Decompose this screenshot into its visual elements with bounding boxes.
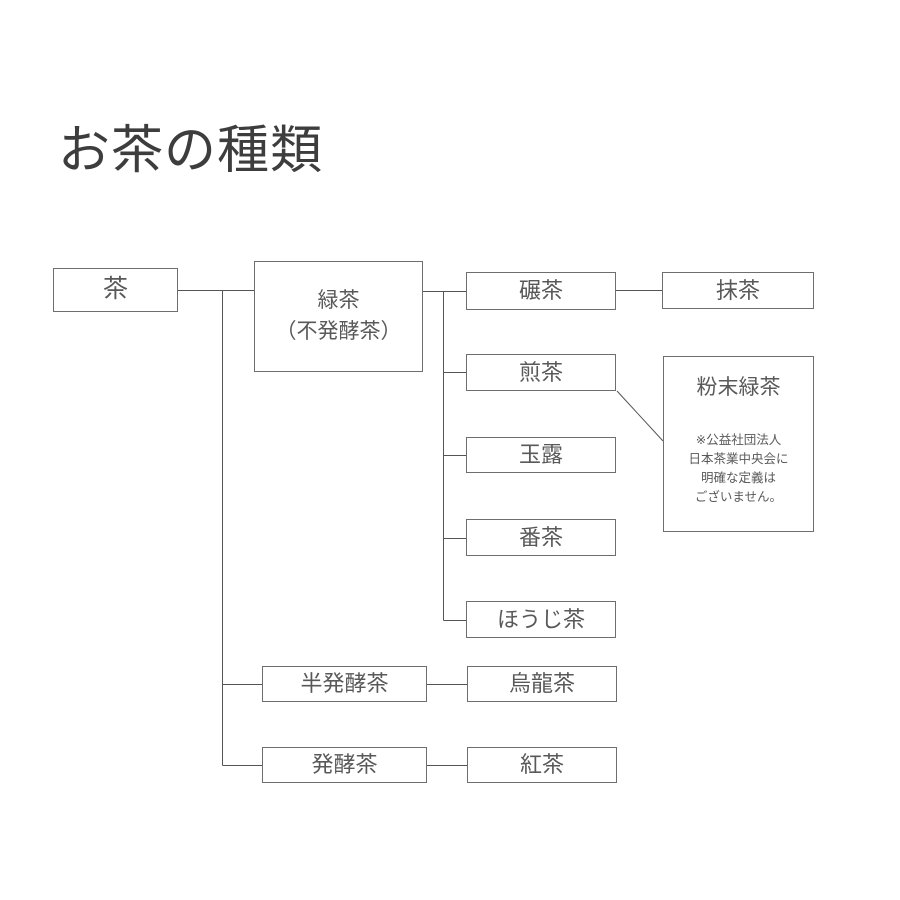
node-kocha-label: 紅茶 (519, 752, 564, 778)
note-line-2: 日本茶業中央会に (688, 452, 789, 467)
node-sencha: 煎茶 (466, 354, 616, 391)
node-tencha-label: 碾茶 (518, 278, 563, 304)
node-matcha: 抹茶 (662, 272, 814, 309)
node-tencha: 碾茶 (466, 272, 616, 310)
node-bancha-label: 番茶 (518, 524, 563, 550)
node-han-hakkocha: 半発酵茶 (262, 666, 427, 702)
page-title: お茶の種類 (58, 122, 324, 180)
node-matcha-label: 抹茶 (715, 277, 760, 303)
node-ryokucha-label-line1: 緑茶 (317, 289, 360, 313)
note-line-3: 明確な定義は (700, 471, 776, 486)
node-funmatsu-ryokucha-label: 粉末緑茶 (696, 376, 781, 399)
node-houjicha: ほうじ茶 (466, 601, 616, 638)
node-uroncha: 烏龍茶 (467, 666, 617, 702)
node-hakkocha: 発酵茶 (262, 747, 427, 783)
node-funmatsu-ryokucha: 粉末緑茶 ※公益社団法人 日本茶業中央会に 明確な定義は ございません。 (663, 356, 814, 532)
connector-sencha-funmatsu (616, 390, 664, 442)
node-ryokucha-label-line2: （不発酵茶） (275, 319, 402, 343)
node-kocha: 紅茶 (467, 747, 617, 783)
node-ryokucha: 緑茶 （不発酵茶） (254, 261, 423, 372)
node-houjicha-label: ほうじ茶 (496, 606, 585, 632)
note-line-1: ※公益社団法人 (695, 433, 782, 448)
node-bancha: 番茶 (466, 519, 616, 556)
node-sencha-label: 煎茶 (518, 359, 563, 385)
node-uroncha-label: 烏龍茶 (508, 671, 575, 697)
node-gyokuro-label: 玉露 (518, 442, 563, 468)
node-han-hakkocha-label: 半発酵茶 (300, 671, 389, 697)
node-hakkocha-label: 発酵茶 (311, 752, 378, 778)
node-cha-label: 茶 (102, 275, 128, 304)
node-funmatsu-ryokucha-note: ※公益社団法人 日本茶業中央会に 明確な定義は ございません。 (688, 431, 788, 507)
node-gyokuro: 玉露 (466, 437, 616, 473)
node-cha: 茶 (53, 268, 178, 312)
note-line-4: ございません。 (694, 490, 783, 505)
